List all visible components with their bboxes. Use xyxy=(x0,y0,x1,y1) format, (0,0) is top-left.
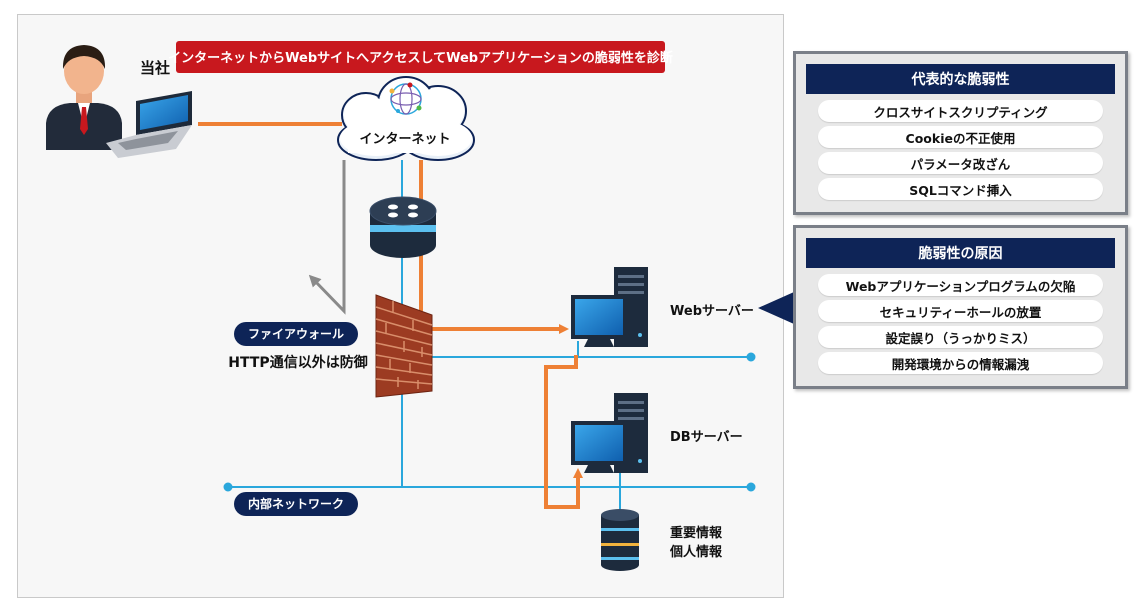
banner-text: インターネットからWebサイトへアクセスしてWebアプリケーションの脆弱性を診断 xyxy=(168,50,673,66)
vulnerabilities-list: クロスサイトスクリプティング Cookieの不正使用 パラメータ改ざん SQLコ… xyxy=(796,100,1125,212)
db-server-icon xyxy=(571,393,648,473)
data-label-2: 個人情報 xyxy=(669,544,723,560)
vulnerabilities-title: 代表的な脆弱性 xyxy=(806,64,1115,94)
router-icon xyxy=(369,196,437,258)
web-server-icon xyxy=(571,267,648,347)
vulnerability-item: SQLコマンド挿入 xyxy=(818,178,1103,200)
cause-item: 開発環境からの情報漏洩 xyxy=(818,352,1103,374)
causes-title: 脆弱性の原因 xyxy=(806,238,1115,268)
vulnerability-item: パラメータ改ざん xyxy=(818,152,1103,174)
person-icon xyxy=(46,45,122,150)
internal-network-text: 内部ネットワーク xyxy=(248,496,344,511)
vulnerability-item: クロスサイトスクリプティング xyxy=(818,100,1103,122)
diagram-panel: インターネットからWebサイトへアクセスしてWebアプリケーションの脆弱性を診断 xyxy=(17,14,784,598)
company-label: 当社 xyxy=(140,59,170,77)
cause-item: Webアプリケーションプログラムの欠陥 xyxy=(818,274,1103,296)
firewall-badge: ファイアウォール xyxy=(234,322,358,346)
cause-item: セキュリティーホールの放置 xyxy=(818,300,1103,322)
database-icon xyxy=(601,509,639,571)
internet-cloud: インターネット xyxy=(337,76,475,161)
cause-item: 設定誤り（うっかりミス） xyxy=(818,326,1103,348)
internet-label: インターネット xyxy=(359,132,450,147)
pointer-arrow-icon xyxy=(758,292,794,324)
web-server-label: Webサーバー xyxy=(670,304,754,319)
vulnerability-item: Cookieの不正使用 xyxy=(818,126,1103,148)
firewall-caption: HTTP通信以外は防御 xyxy=(228,354,367,371)
internal-network-badge: 内部ネットワーク xyxy=(234,492,358,516)
laptop-icon xyxy=(106,91,192,158)
data-label-1: 重要情報 xyxy=(670,525,723,541)
firewall-icon xyxy=(375,294,433,398)
network-diagram: インターネットからWebサイトへアクセスしてWebアプリケーションの脆弱性を診断 xyxy=(46,41,756,571)
vulnerabilities-panel: 代表的な脆弱性 クロスサイトスクリプティング Cookieの不正使用 パラメータ… xyxy=(793,51,1128,215)
banner: インターネットからWebサイトへアクセスしてWebアプリケーションの脆弱性を診断 xyxy=(168,41,673,73)
firewall-badge-text: ファイアウォール xyxy=(248,327,344,341)
access-paths xyxy=(198,122,583,509)
blocked-path xyxy=(308,160,346,315)
globe-icon xyxy=(389,82,422,115)
causes-list: Webアプリケーションプログラムの欠陥 セキュリティーホールの放置 設定誤り（う… xyxy=(796,274,1125,386)
causes-panel: 脆弱性の原因 Webアプリケーションプログラムの欠陥 セキュリティーホールの放置… xyxy=(793,225,1128,389)
company-user: 当社 xyxy=(46,45,192,158)
db-server-label: DBサーバー xyxy=(670,430,743,445)
